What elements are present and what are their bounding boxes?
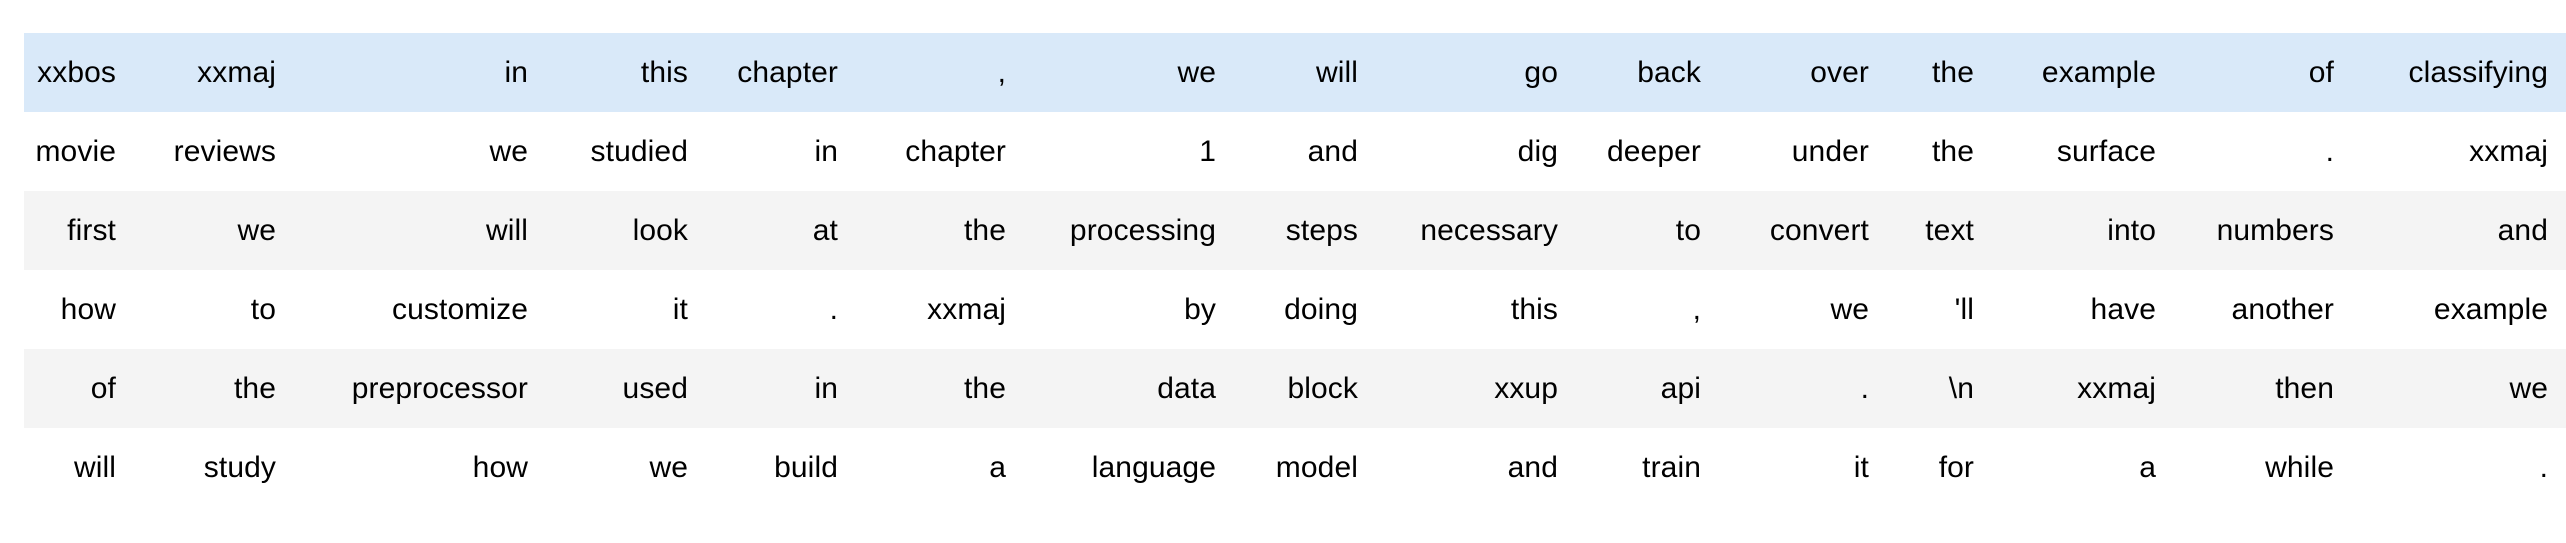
token-cell: ,	[856, 33, 1024, 112]
table-row: of the preprocessor used in the data blo…	[24, 349, 2566, 428]
token-cell: xxup	[1376, 349, 1576, 428]
token-table-body: xxbos xxmaj in this chapter , we will go…	[24, 33, 2566, 507]
token-cell: convert	[1719, 191, 1887, 270]
token-cell: we	[294, 112, 546, 191]
token-cell: then	[2174, 349, 2352, 428]
token-cell: over	[1719, 33, 1887, 112]
token-cell: xxmaj	[2352, 112, 2566, 191]
token-cell: necessary	[1376, 191, 1576, 270]
token-cell: to	[1576, 191, 1719, 270]
token-cell: block	[1234, 349, 1376, 428]
token-cell: xxmaj	[134, 33, 294, 112]
token-cell: for	[1887, 428, 1992, 507]
token-cell: first	[24, 191, 134, 270]
token-cell: a	[856, 428, 1024, 507]
token-cell: another	[2174, 270, 2352, 349]
token-cell: customize	[294, 270, 546, 349]
token-cell: xxmaj	[1992, 349, 2174, 428]
token-cell: surface	[1992, 112, 2174, 191]
token-cell: studied	[546, 112, 706, 191]
token-cell: 1	[1024, 112, 1234, 191]
token-cell: model	[1234, 428, 1376, 507]
token-cell: a	[1992, 428, 2174, 507]
token-cell: dig	[1376, 112, 1576, 191]
token-cell: it	[546, 270, 706, 349]
token-cell: we	[2352, 349, 2566, 428]
token-cell: by	[1024, 270, 1234, 349]
token-cell: preprocessor	[294, 349, 546, 428]
token-cell: reviews	[134, 112, 294, 191]
token-cell: used	[546, 349, 706, 428]
table-row: first we will look at the processing ste…	[24, 191, 2566, 270]
token-cell: build	[706, 428, 856, 507]
token-cell: look	[546, 191, 706, 270]
table-row: will study how we build a language model…	[24, 428, 2566, 507]
token-cell: api	[1576, 349, 1719, 428]
token-cell: chapter	[706, 33, 856, 112]
token-cell: this	[1376, 270, 1576, 349]
token-cell: will	[24, 428, 134, 507]
token-cell: to	[134, 270, 294, 349]
token-cell: we	[134, 191, 294, 270]
token-cell: the	[134, 349, 294, 428]
token-cell: .	[2174, 112, 2352, 191]
token-cell: .	[1719, 349, 1887, 428]
token-cell: it	[1719, 428, 1887, 507]
token-cell: data	[1024, 349, 1234, 428]
token-cell: chapter	[856, 112, 1024, 191]
token-cell: in	[294, 33, 546, 112]
token-cell: at	[706, 191, 856, 270]
token-cell: .	[2352, 428, 2566, 507]
token-cell: will	[294, 191, 546, 270]
token-cell: text	[1887, 191, 1992, 270]
token-cell: into	[1992, 191, 2174, 270]
token-cell: numbers	[2174, 191, 2352, 270]
token-table: xxbos xxmaj in this chapter , we will go…	[24, 33, 2566, 507]
token-cell: go	[1376, 33, 1576, 112]
token-cell: train	[1576, 428, 1719, 507]
token-cell: ,	[1576, 270, 1719, 349]
token-cell: deeper	[1576, 112, 1719, 191]
token-cell: the	[856, 349, 1024, 428]
token-cell: the	[1887, 33, 1992, 112]
token-cell: back	[1576, 33, 1719, 112]
table-row: movie reviews we studied in chapter 1 an…	[24, 112, 2566, 191]
table-row: xxbos xxmaj in this chapter , we will go…	[24, 33, 2566, 112]
token-cell: under	[1719, 112, 1887, 191]
token-cell: and	[1376, 428, 1576, 507]
token-cell: and	[1234, 112, 1376, 191]
token-cell: how	[294, 428, 546, 507]
token-cell: classifying	[2352, 33, 2566, 112]
token-cell: how	[24, 270, 134, 349]
token-cell: the	[856, 191, 1024, 270]
token-cell: and	[2352, 191, 2566, 270]
token-cell: .	[706, 270, 856, 349]
token-cell: while	[2174, 428, 2352, 507]
token-cell: study	[134, 428, 294, 507]
token-cell: movie	[24, 112, 134, 191]
token-cell: \n	[1887, 349, 1992, 428]
token-cell: steps	[1234, 191, 1376, 270]
table-row: how to customize it . xxmaj by doing thi…	[24, 270, 2566, 349]
token-cell: xxmaj	[856, 270, 1024, 349]
token-cell: in	[706, 112, 856, 191]
token-cell: of	[24, 349, 134, 428]
token-cell: we	[1024, 33, 1234, 112]
token-cell: in	[706, 349, 856, 428]
token-cell: will	[1234, 33, 1376, 112]
token-cell: we	[1719, 270, 1887, 349]
token-cell: xxbos	[24, 33, 134, 112]
token-cell: example	[2352, 270, 2566, 349]
token-cell: we	[546, 428, 706, 507]
token-cell: processing	[1024, 191, 1234, 270]
token-cell: example	[1992, 33, 2174, 112]
token-cell: 'll	[1887, 270, 1992, 349]
token-cell: the	[1887, 112, 1992, 191]
token-cell: doing	[1234, 270, 1376, 349]
token-cell: this	[546, 33, 706, 112]
token-cell: language	[1024, 428, 1234, 507]
token-cell: of	[2174, 33, 2352, 112]
token-cell: have	[1992, 270, 2174, 349]
